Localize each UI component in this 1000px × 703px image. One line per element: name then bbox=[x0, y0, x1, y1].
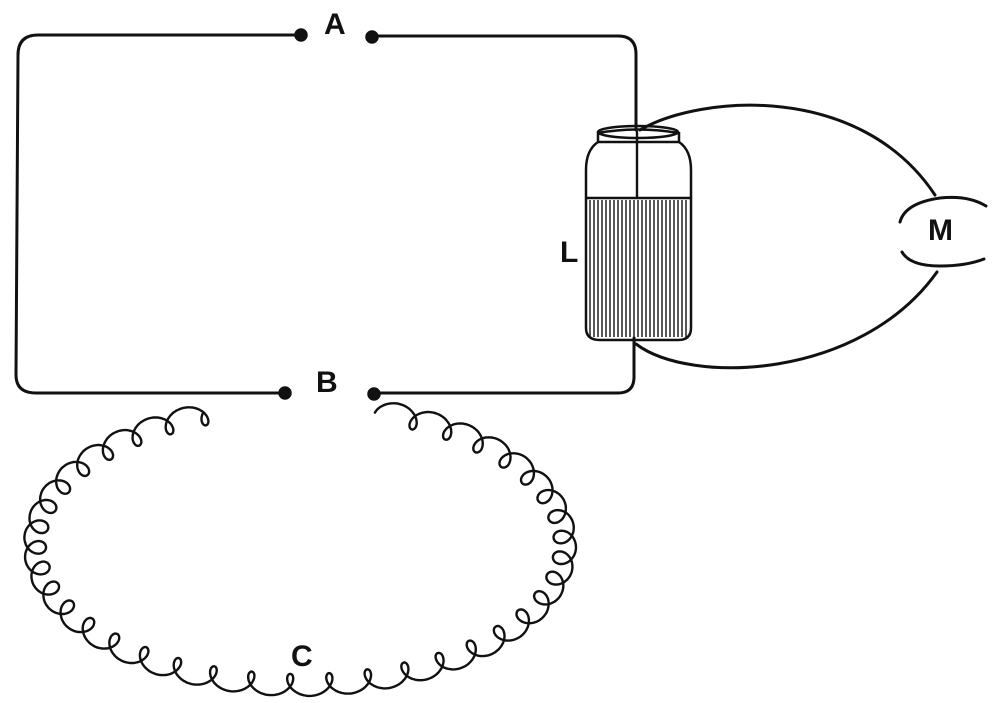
spark-gap-b: B bbox=[278, 366, 381, 401]
main-circuit bbox=[14, 33, 638, 395]
label-c: C bbox=[291, 640, 313, 673]
wire-jar-to-machine-bottom bbox=[634, 270, 939, 370]
label-m: M bbox=[928, 214, 953, 247]
machine-circuit: M bbox=[634, 103, 988, 370]
wire-top-left bbox=[14, 33, 302, 395]
label-l: L bbox=[560, 236, 578, 269]
wire-bottom-right bbox=[371, 336, 636, 395]
terminal-b-left bbox=[278, 386, 292, 400]
label-a: A bbox=[324, 8, 346, 41]
terminal-a-left bbox=[294, 28, 308, 42]
coil-c: C bbox=[23, 402, 578, 698]
label-b: B bbox=[316, 366, 338, 399]
machine-terminal-upper bbox=[898, 195, 988, 224]
jar-body bbox=[584, 140, 693, 342]
jar-coating bbox=[589, 200, 687, 337]
spark-gap-a: A bbox=[294, 8, 379, 44]
jar-neck bbox=[596, 128, 681, 142]
wire-jar-to-machine-top bbox=[638, 103, 937, 197]
coil-wire bbox=[23, 402, 578, 698]
leyden-jar: L bbox=[560, 124, 693, 342]
terminal-a-right bbox=[365, 30, 379, 44]
machine-terminal-lower bbox=[900, 250, 986, 268]
wire-top-right bbox=[370, 34, 638, 132]
terminal-b-right bbox=[367, 387, 381, 401]
